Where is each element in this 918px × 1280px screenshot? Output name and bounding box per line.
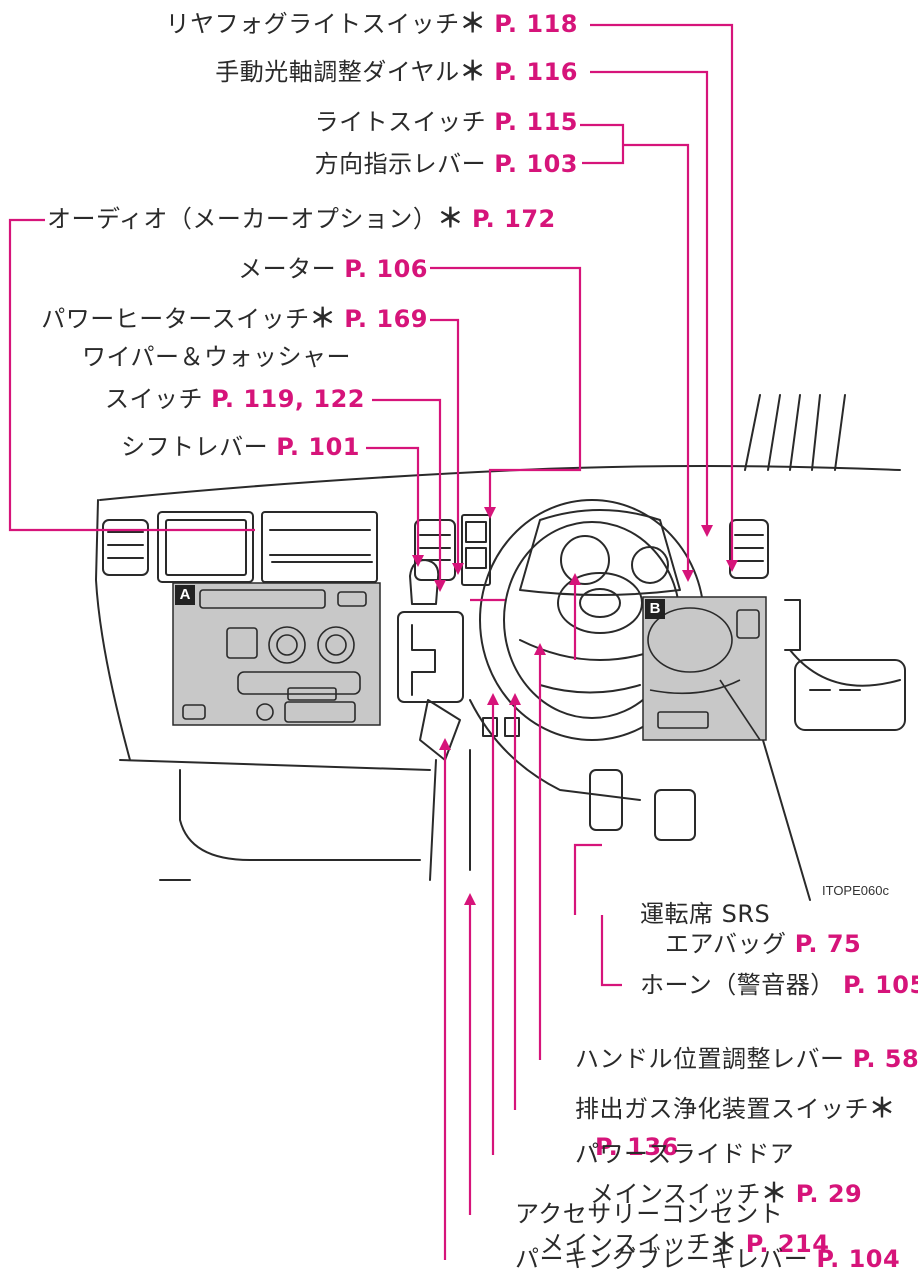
page-ref-link[interactable]: P. 169 xyxy=(344,305,428,333)
center-vent xyxy=(414,519,456,581)
asterisk: ＊ xyxy=(711,1229,738,1259)
label-horn: ホーン（警音器） P. 105 xyxy=(640,971,918,999)
page-ref-link[interactable]: P. 115 xyxy=(494,108,578,136)
label-audio-text: オーディオ（メーカーオプション） xyxy=(47,205,438,233)
leader-arrowheads xyxy=(412,507,738,905)
page-ref-link[interactable]: P. 119, 122 xyxy=(211,385,365,413)
page-ref-link[interactable]: P. 118 xyxy=(494,10,578,38)
label-exhaust-line2: P. 136 xyxy=(595,1133,679,1161)
label-meter-text: メーター xyxy=(238,255,337,283)
a-pillar xyxy=(744,394,846,471)
image-code: ITOPE060c xyxy=(822,883,889,898)
label-slide-door-text: パワースライドドア xyxy=(575,1140,795,1168)
label-slide-door-text-2: メインスイッチ xyxy=(590,1180,762,1208)
label-srs-text-2: エアバッグ xyxy=(665,930,787,958)
label-turn-lever: 方向指示レバー P. 103 xyxy=(315,150,578,178)
label-accessory-text-2: メインスイッチ xyxy=(540,1230,712,1258)
asterisk: ＊ xyxy=(459,57,487,87)
label-wiper-text-2: スイッチ xyxy=(105,385,204,413)
label-horn-text: ホーン（警音器） xyxy=(640,971,835,999)
page-ref-link[interactable]: P. 116 xyxy=(494,58,578,86)
page-ref-link[interactable]: P. 75 xyxy=(794,930,862,958)
label-rear-fog: リヤフォグライトスイッチ＊ P. 118 xyxy=(166,10,578,38)
glovebox-lower xyxy=(179,769,421,861)
asterisk: ＊ xyxy=(309,304,337,334)
label-exhaust-text: 排出ガス浄化装置スイッチ xyxy=(575,1095,869,1123)
label-turn-lever-text: 方向指示レバー xyxy=(314,150,487,178)
label-parking-text: パーキングブレーキレバー xyxy=(515,1245,809,1273)
label-shift-text: シフトレバー xyxy=(121,433,269,461)
label-wiper-line2: スイッチ P. 119, 122 xyxy=(105,385,365,413)
label-parking: パーキングブレーキレバー P. 104 xyxy=(515,1245,900,1273)
label-slide-door: パワースライドドア xyxy=(575,1140,794,1168)
label-tilt-text: ハンドル位置調整レバー xyxy=(575,1045,845,1073)
page-ref-link[interactable]: P. 106 xyxy=(344,255,428,283)
label-srs: 運転席 SRS xyxy=(640,900,770,928)
label-tilt: ハンドル位置調整レバー P. 58 xyxy=(575,1045,918,1073)
label-headlight-level-text: 手動光軸調整ダイヤル xyxy=(215,58,460,86)
asterisk: ＊ xyxy=(437,204,464,234)
label-wiper-text: ワイパー＆ウォッシャー xyxy=(82,343,352,371)
pedal-accel xyxy=(654,789,696,841)
page-ref-link[interactable]: P. 58 xyxy=(852,1045,918,1073)
inset-b-badge: B xyxy=(645,599,665,619)
inset-a-badge: A xyxy=(175,585,195,605)
page-ref-link[interactable]: P. 172 xyxy=(471,205,556,233)
label-rear-fog-text: リヤフォグライトスイッチ xyxy=(165,10,460,38)
inset-b xyxy=(642,596,767,741)
dash-left-edge xyxy=(95,499,131,761)
label-exhaust: 排出ガス浄化装置スイッチ＊ xyxy=(575,1095,896,1123)
label-srs-text: 運転席 SRS xyxy=(640,900,771,928)
label-accessory-text: アクセサリーコンセント xyxy=(515,1200,784,1228)
steering-hub xyxy=(557,572,643,634)
inset-a xyxy=(172,582,381,726)
label-wiper-line1: ワイパー＆ウォッシャー xyxy=(82,343,351,371)
label-light-switch-text: ライトスイッチ xyxy=(314,108,487,136)
audio-unit xyxy=(261,511,378,583)
parking-brake xyxy=(419,699,461,761)
page-ref-link[interactable]: P. 136 xyxy=(595,1133,679,1161)
label-headlight-level: 手動光軸調整ダイヤル＊ P. 116 xyxy=(215,58,578,86)
page-ref-link[interactable]: P. 103 xyxy=(494,150,578,178)
label-slide-door-line2: メインスイッチ＊ P. 29 xyxy=(590,1180,862,1208)
label-power-heater-text: パワーヒータースイッチ xyxy=(41,305,310,333)
left-switch-panel xyxy=(461,514,491,586)
shift-knob xyxy=(409,559,440,605)
meter-cluster xyxy=(519,509,681,596)
asterisk: ＊ xyxy=(869,1094,896,1124)
center-display xyxy=(157,511,254,583)
label-power-heater: パワーヒータースイッチ＊ P. 169 xyxy=(41,305,428,333)
leader-lines xyxy=(8,23,734,1260)
label-srs-line2: エアバッグ P. 75 xyxy=(665,930,861,958)
page-ref-link[interactable]: P. 105 xyxy=(842,971,918,999)
asterisk: ＊ xyxy=(761,1179,788,1209)
label-meter: メーター P. 106 xyxy=(238,255,428,283)
page-ref-link[interactable]: P. 101 xyxy=(276,433,360,461)
label-accessory: アクセサリーコンセント xyxy=(515,1200,783,1228)
left-vent xyxy=(102,519,149,576)
label-audio: オーディオ（メーカーオプション）＊ P. 172 xyxy=(47,205,556,233)
right-vent xyxy=(729,519,769,579)
shift-gate xyxy=(397,611,464,703)
page-ref-link[interactable]: P. 214 xyxy=(745,1230,830,1258)
label-light-switch: ライトスイッチ P. 115 xyxy=(315,108,578,136)
pedal-brake xyxy=(589,769,623,831)
page-ref-link[interactable]: P. 104 xyxy=(816,1245,901,1273)
asterisk: ＊ xyxy=(459,9,487,39)
page-ref-link[interactable]: P. 29 xyxy=(795,1180,863,1208)
label-shift: シフトレバー P. 101 xyxy=(121,433,360,461)
label-accessory-line2: メインスイッチ＊ P. 214 xyxy=(540,1230,829,1258)
